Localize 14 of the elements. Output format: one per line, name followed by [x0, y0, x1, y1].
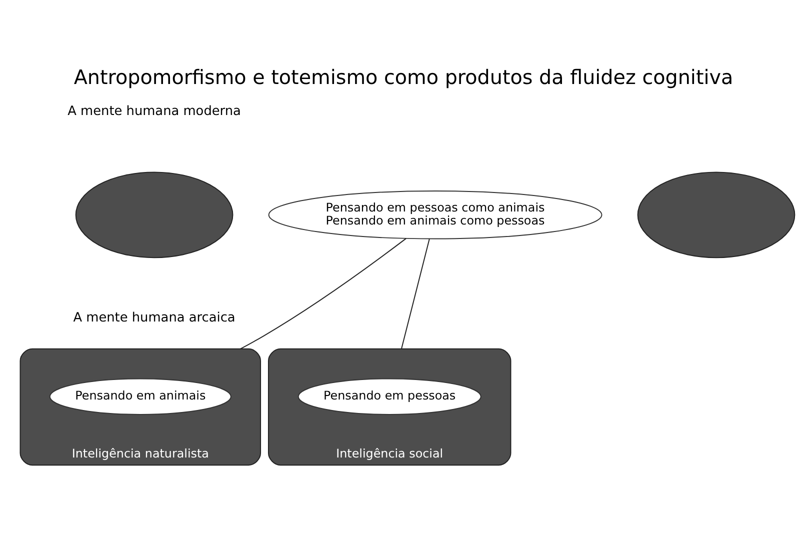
label: A mente humana arcaica	[73, 310, 236, 326]
node-ellipse: Pensando em animais	[49, 378, 232, 415]
connector	[240, 238, 407, 350]
diagram-title: Antropomorfismo e totemismo como produtos da fluidez cognitiva	[74, 66, 734, 89]
connector	[400, 238, 430, 350]
node-label: Inteligência social	[336, 446, 444, 461]
node-ellipse	[637, 172, 796, 258]
node-ellipse: Pensando em pessoas como animais Pensando em animais como pessoas	[268, 190, 602, 240]
label: A mente humana moderna	[68, 104, 241, 120]
node-ellipse	[75, 172, 234, 258]
cluster	[268, 348, 512, 466]
node-label: Inteligência naturalista	[72, 446, 209, 461]
cluster	[20, 348, 262, 466]
node-ellipse: Pensando em pessoas	[298, 378, 482, 415]
